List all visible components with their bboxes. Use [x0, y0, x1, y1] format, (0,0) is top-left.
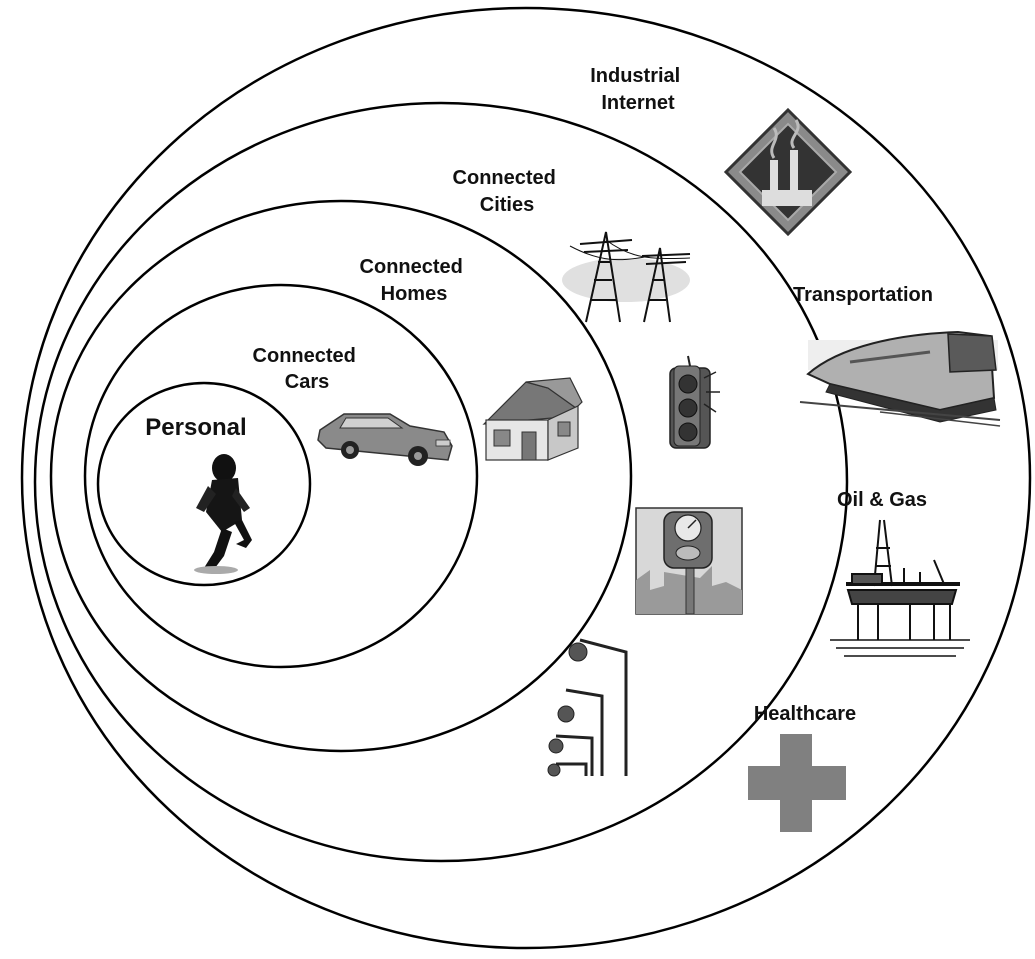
street-lamps-icon [547, 638, 628, 777]
train-icon [799, 330, 1001, 427]
ring-connected-homes [49, 199, 633, 753]
label-transportation: Transportation [793, 284, 933, 306]
medical-cross-icon [748, 734, 846, 832]
power-lines-icon [562, 231, 691, 323]
label-personal: Personal [145, 414, 246, 441]
ring-industrial-internet [20, 6, 1032, 950]
ring-connected-cities [33, 101, 849, 863]
oil-rig-icon [830, 519, 970, 657]
factory-warning-icon [723, 107, 853, 237]
label-connected-cities: Connected Cities [453, 167, 562, 216]
runner-icon [194, 454, 252, 574]
label-industrial-internet: Industrial Internet [590, 65, 686, 114]
car-icon [317, 413, 453, 466]
label-healthcare: Healthcare [754, 703, 856, 725]
parking-meter-icon [635, 507, 743, 615]
traffic-light-icon [669, 355, 720, 449]
ring-connected-cars [83, 283, 479, 669]
house-icon [482, 377, 583, 461]
label-oil-gas: Oil & Gas [837, 489, 927, 511]
label-connected-cars: Connected Cars [253, 345, 362, 393]
label-connected-homes: Connected Homes [360, 256, 469, 305]
ring-personal [96, 381, 312, 587]
